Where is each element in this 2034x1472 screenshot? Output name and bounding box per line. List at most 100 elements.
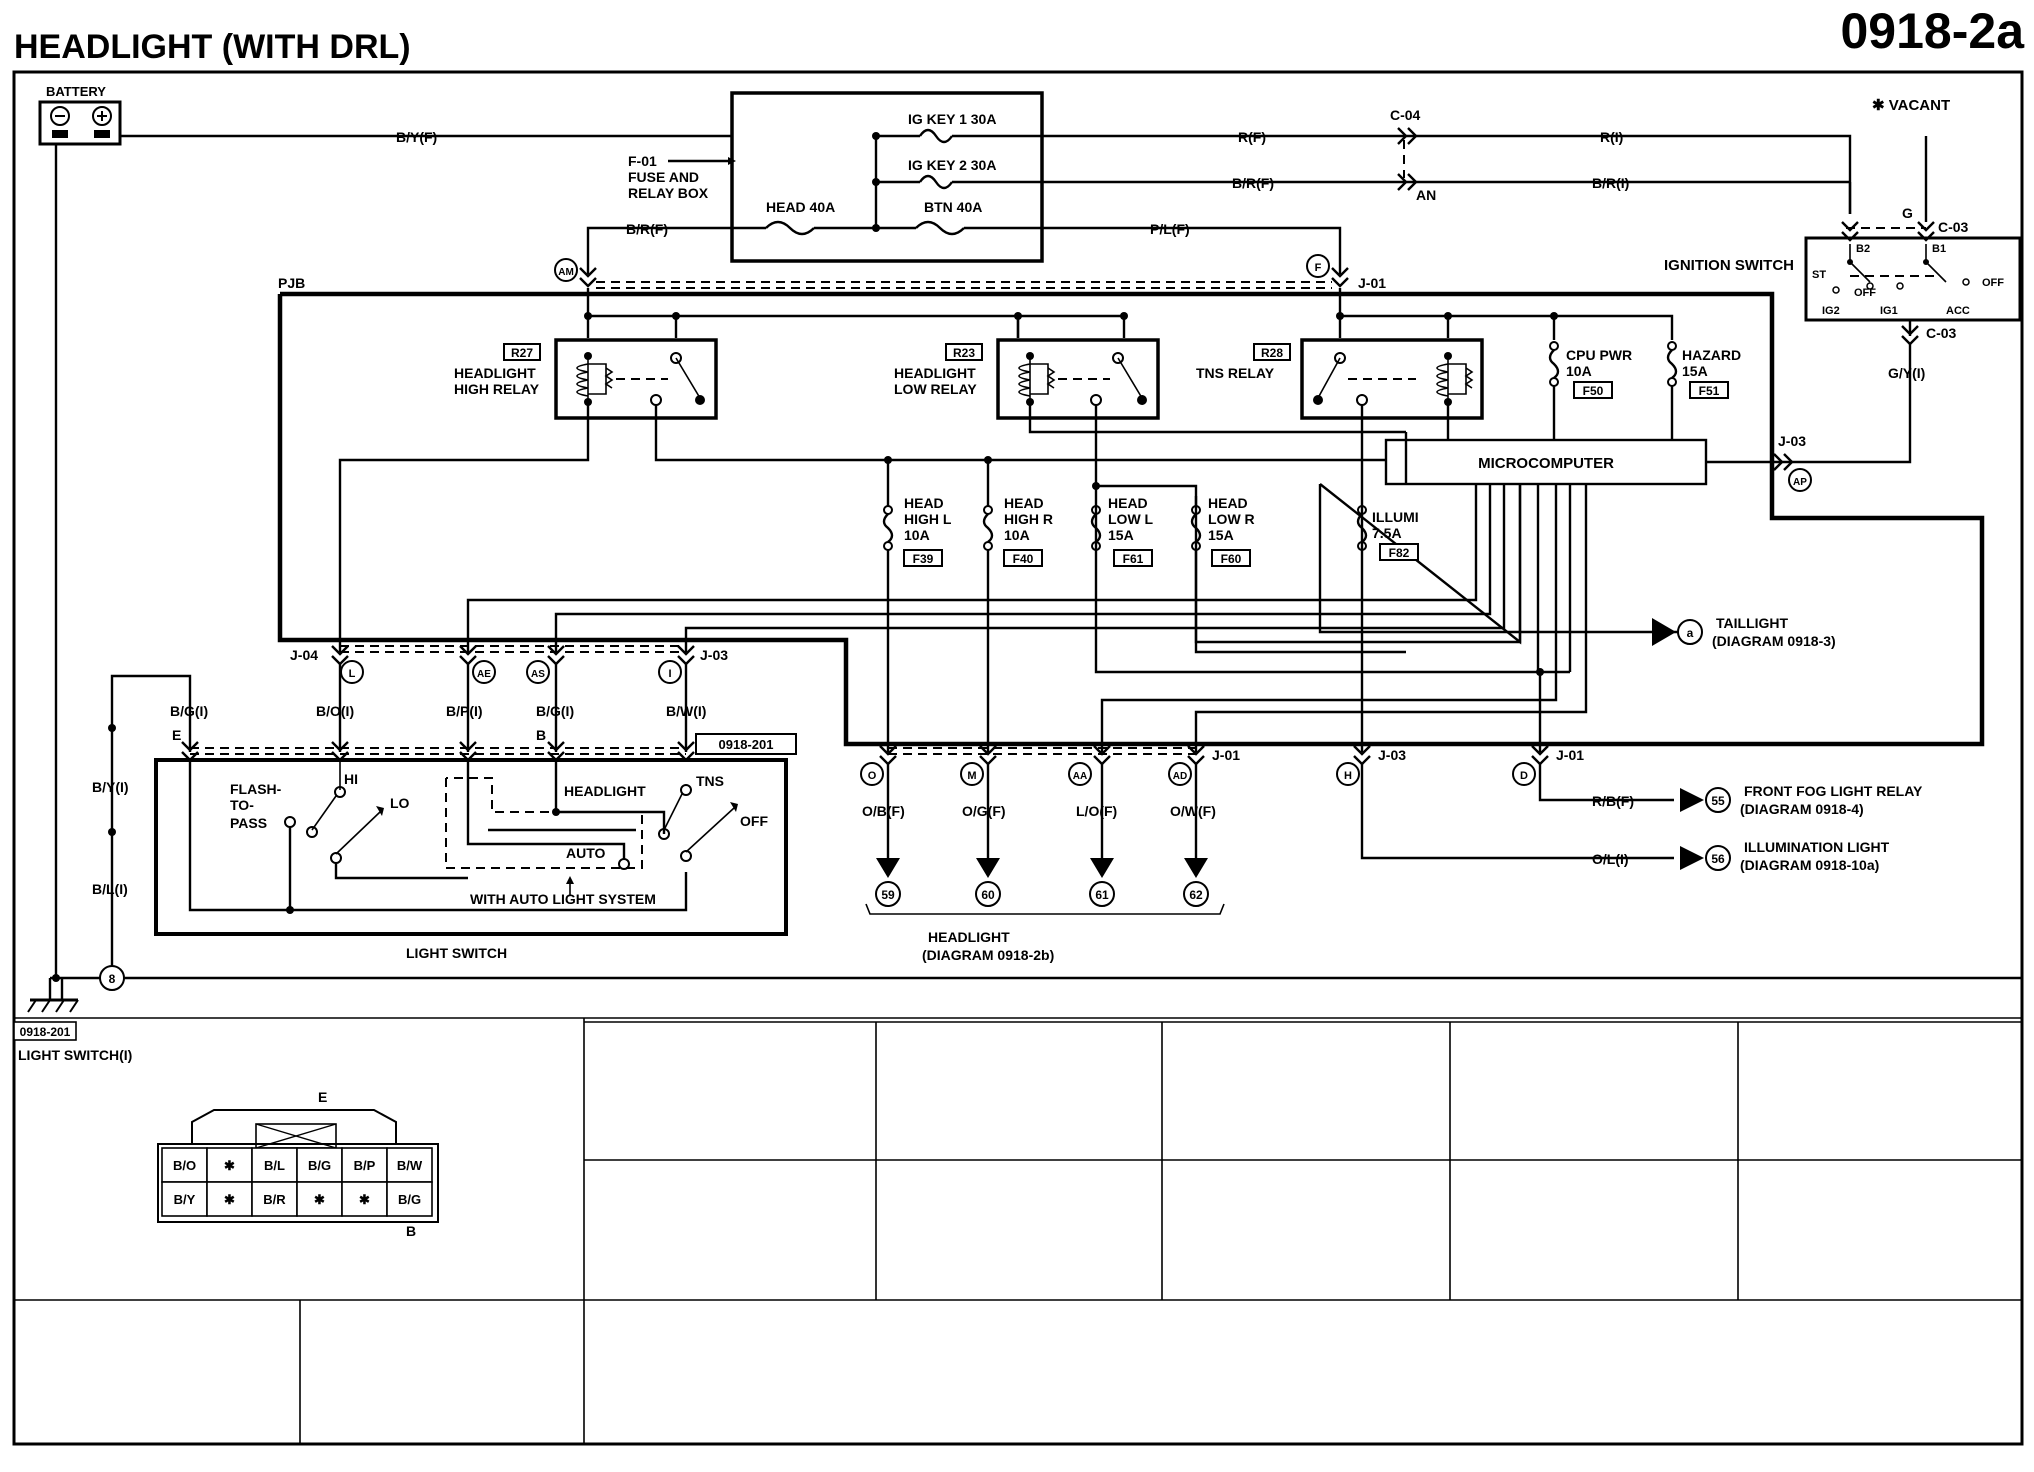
headlight-ref-label: HEADLIGHT [928, 929, 1010, 945]
wire-label-o-l-i: O/L(I) [1592, 851, 1629, 867]
connector-pin-label: ✱ [224, 1192, 235, 1207]
btn-fuse: BTN 40A [924, 199, 982, 215]
cpu-pwr-fuse-icon [1548, 341, 1560, 387]
hhr-label-2: HIGH R [1004, 511, 1053, 527]
wire-label-b-r-f2: B/R(F) [626, 221, 668, 237]
connector-b-top: B [536, 727, 546, 743]
wire-label-o-b-f: O/B(F) [862, 803, 905, 819]
headlight-low-relay-box [996, 338, 1160, 420]
terminal-as: AS [531, 669, 545, 680]
ign-b2: B2 [1856, 243, 1870, 255]
ign-b1: B1 [1932, 243, 1946, 255]
wire-label-b-y-f: B/Y(F) [396, 129, 437, 145]
microcomputer-label: MICROCOMPUTER [1478, 455, 1614, 472]
connector-e-top: E [172, 727, 181, 743]
r28-tag-text: R28 [1261, 346, 1283, 360]
connector-j03-right: J-03 [1778, 433, 1806, 449]
r23-label-1: HEADLIGHT [894, 365, 976, 381]
taillight-diagram: (DIAGRAM 0918-3) [1712, 633, 1836, 649]
f40-tag-text: F40 [1013, 552, 1034, 566]
wire-label-b-y-i: B/Y(I) [92, 779, 129, 795]
terminal-aa: AA [1073, 771, 1087, 782]
hhr-label-1: HEAD [1004, 495, 1044, 511]
fog-ref-number: 55 [1711, 794, 1725, 808]
f51-tag [1689, 381, 1729, 399]
hhl-label-1: HEAD [904, 495, 944, 511]
light-switch-connector-code: 0918-201 [719, 737, 774, 752]
with-auto-light-label: WITH AUTO LIGHT SYSTEM [470, 891, 656, 907]
wire-label-b-w-i: B/W(I) [666, 703, 706, 719]
light-switch-connector-marks [181, 741, 695, 762]
f61-tag-text: F61 [1123, 552, 1144, 566]
connector-pin-label: B/W [397, 1158, 423, 1173]
connector-j03-illum: J-03 [1378, 747, 1406, 763]
illumi-fuse-label-2: 7.5A [1372, 525, 1402, 541]
r23-tag-text: R23 [953, 346, 975, 360]
connector-pin-cell [251, 1181, 298, 1217]
illumi-fuse-icon [1356, 505, 1368, 551]
terminal-ae: AE [477, 669, 491, 680]
illumination-arrow-icon [1680, 846, 1704, 870]
terminal-a: a [1687, 626, 1694, 640]
connector-j01-fog: J-01 [1556, 747, 1584, 763]
head-low-l-fuse-icon [1090, 482, 1102, 551]
terminal-am: AM [558, 267, 574, 278]
terminal-d: D [1520, 770, 1528, 782]
wire-label-r-f: R(F) [1238, 129, 1266, 145]
light-switch-label: LIGHT SWITCH [406, 945, 507, 961]
wire-label-g-y-i: G/Y(I) [1888, 365, 1925, 381]
ign-off1: OFF [1854, 287, 1876, 299]
connector-pin-cell [296, 1147, 343, 1183]
vacant-legend: ✱ VACANT [1872, 97, 1950, 114]
f40-tag [1003, 549, 1043, 567]
illum-label: ILLUMINATION LIGHT [1744, 839, 1890, 855]
tns-relay-box [1300, 338, 1484, 420]
connector-pin-label: B/R [263, 1192, 286, 1207]
connector-pin-label: B/G [398, 1192, 421, 1207]
connector-an: AN [1416, 187, 1436, 203]
r27-coil-icon [576, 352, 705, 406]
f82-tag-text: F82 [1389, 546, 1410, 560]
illum-ref-number: 56 [1711, 852, 1725, 866]
wire-label-o-w-f: O/W(F) [1170, 803, 1216, 819]
r28-tag [1253, 343, 1291, 361]
connector-pin-label: B/P [354, 1158, 376, 1173]
connector-pin-label: ✱ [359, 1192, 370, 1207]
wire-label-b-g-i1: B/G(I) [170, 703, 208, 719]
connector-housing-icon [191, 1109, 397, 1149]
light-switch-box [154, 758, 788, 936]
switch-off-label: OFF [740, 813, 768, 829]
hhl-label-2: HIGH L [904, 511, 952, 527]
connector-pin-cell [386, 1147, 433, 1183]
connector-j01-headlight: J-01 [1212, 747, 1240, 763]
fuse-relay-box [730, 91, 1044, 263]
connector-pin-cell [386, 1181, 433, 1217]
terminal-o: O [868, 770, 877, 782]
f51-tag-text: F51 [1699, 384, 1720, 398]
f82-tag [1379, 543, 1419, 561]
cpu-fuse-label-1: CPU PWR [1566, 347, 1632, 363]
switch-lo-label: LO [390, 795, 410, 811]
page-title: HEADLIGHT (WITH DRL) [14, 28, 411, 66]
ground-symbol-icon [27, 998, 79, 1013]
connector-pin-label: B/L [264, 1158, 285, 1173]
r23-label-2: LOW RELAY [894, 381, 977, 397]
diagram-code: 0918-2a [1841, 3, 2026, 59]
ign-acc: ACC [1946, 305, 1970, 317]
connector-c03-bottom: C-03 [1926, 325, 1957, 341]
fog-label: FRONT FOG LIGHT RELAY [1744, 783, 1923, 799]
terminal-m: M [967, 770, 976, 782]
connector-pin-cell [251, 1147, 298, 1183]
f60-tag [1211, 549, 1251, 567]
connector-pin-cell [161, 1181, 208, 1217]
terminal-ad: AD [1173, 771, 1187, 782]
r23-coil-icon [1018, 352, 1147, 406]
microcomputer-box [1384, 438, 1708, 486]
battery-label: BATTERY [46, 84, 106, 99]
f50-tag-text: F50 [1583, 384, 1604, 398]
ignition-switch-box [1804, 236, 2022, 322]
hhl-label-3: 10A [904, 527, 930, 543]
connector-pin-label: ✱ [314, 1192, 325, 1207]
